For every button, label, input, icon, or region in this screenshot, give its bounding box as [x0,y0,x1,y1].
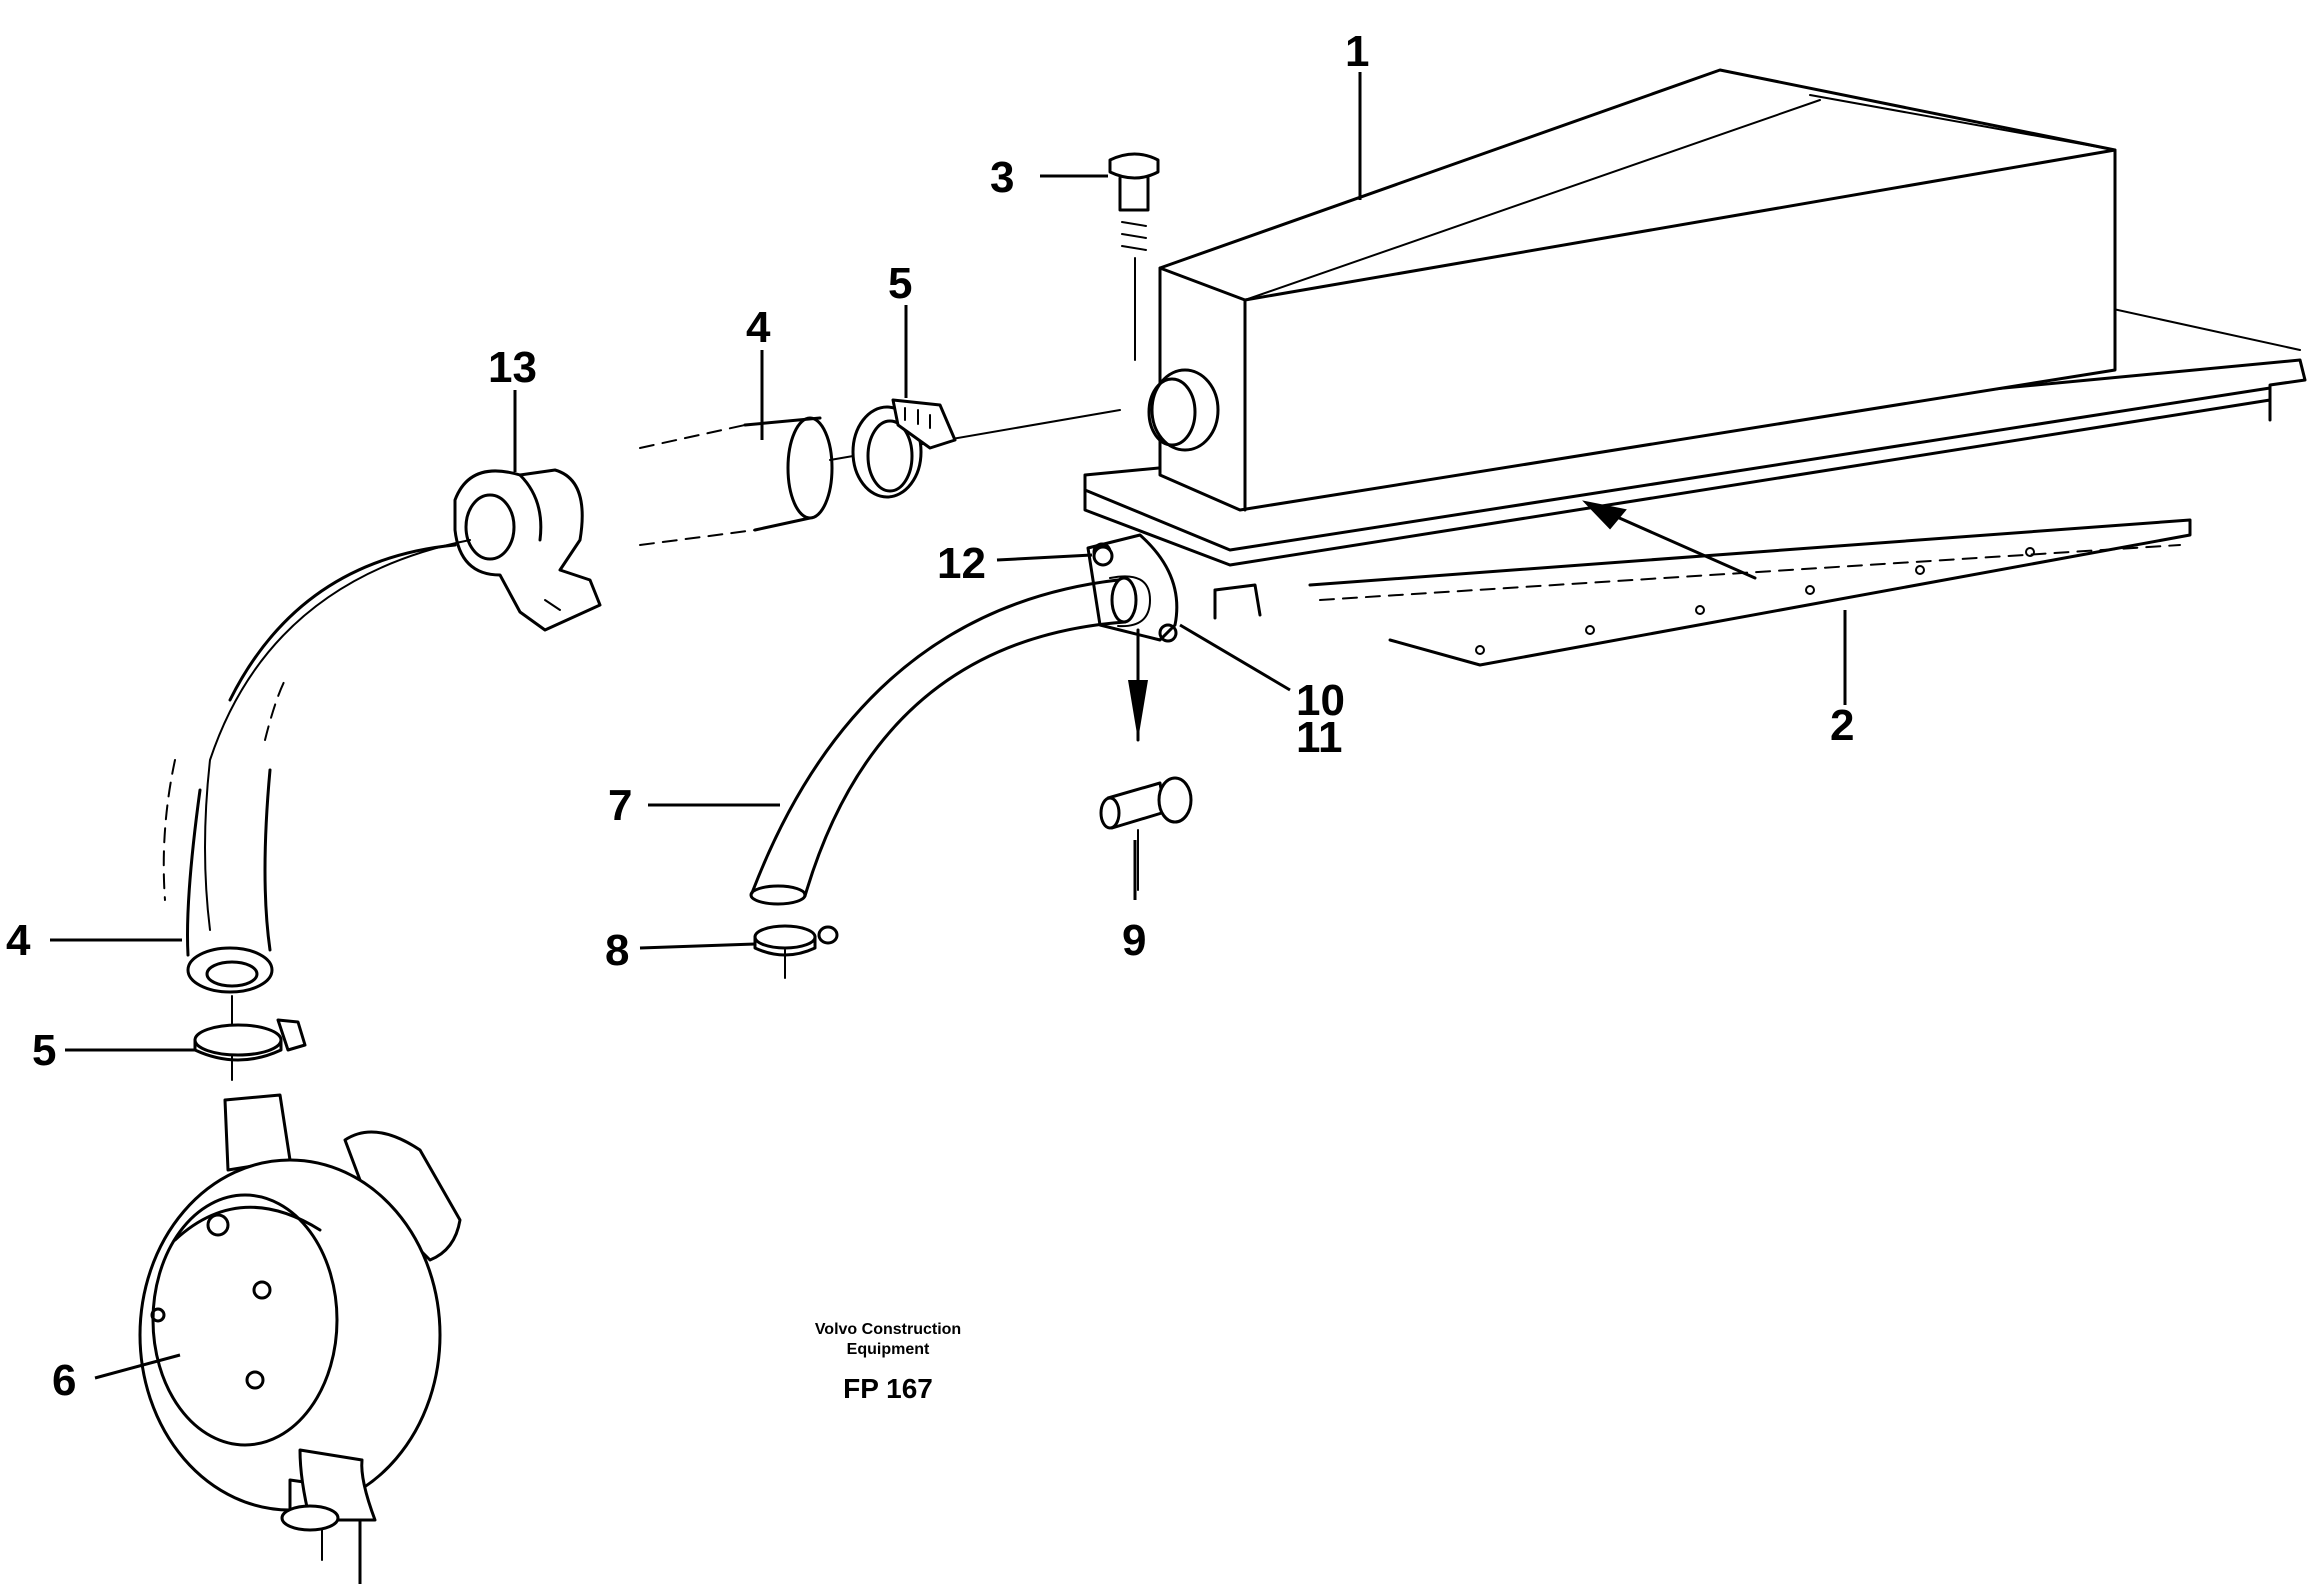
callout-6: 6 [52,1356,76,1405]
callout-12: 12 [937,539,986,588]
part-1-air-box [1083,68,2307,620]
callout-10: 10 [1296,676,1345,725]
callout-1: 1 [1345,27,1369,76]
part-12-screw [1092,545,1114,567]
callout-2: 2 [1830,701,1854,750]
part-6-turbo-housing [138,1093,462,1584]
part-5-hose-clamp [851,398,957,499]
callout-8: 8 [605,926,629,975]
caption-company: Volvo Construction [815,1321,961,1338]
caption-figure-code: FP 167 [843,1373,933,1404]
diagram-caption: Volvo Construction Equipment FP 167 [815,1321,961,1404]
part-3-bolt [1108,152,1160,361]
callout-labels: 1 3 5 4 13 12 10 11 2 7 8 9 4 5 6 [6,27,1854,1405]
leader-lines [50,72,1847,1380]
part-4-bent-hose [162,539,471,1081]
callout-5-left: 5 [32,1026,56,1075]
callout-4-top: 4 [746,303,771,352]
leader-10 [1179,623,1291,692]
part-8-hose-clamp [753,924,839,979]
callout-9: 9 [1122,916,1146,965]
callout-11: 11 [1296,713,1343,762]
part-5-lower-clamp [193,1018,307,1062]
part-7-bent-hose [749,575,1151,906]
leader-6 [94,1353,181,1380]
caption-company-line2: Equipment [847,1341,930,1358]
callout-3: 3 [990,153,1014,202]
part-13-mounting-clamp [453,468,602,632]
part-2-gasket-plate [1308,518,2192,667]
leader-12 [996,553,1093,562]
callout-7: 7 [608,781,632,830]
part-9-nipple [1099,628,1193,891]
leader-8 [639,942,756,950]
callout-4-left: 4 [6,916,31,965]
callout-13: 13 [488,343,537,392]
callout-5-top: 5 [888,259,912,308]
